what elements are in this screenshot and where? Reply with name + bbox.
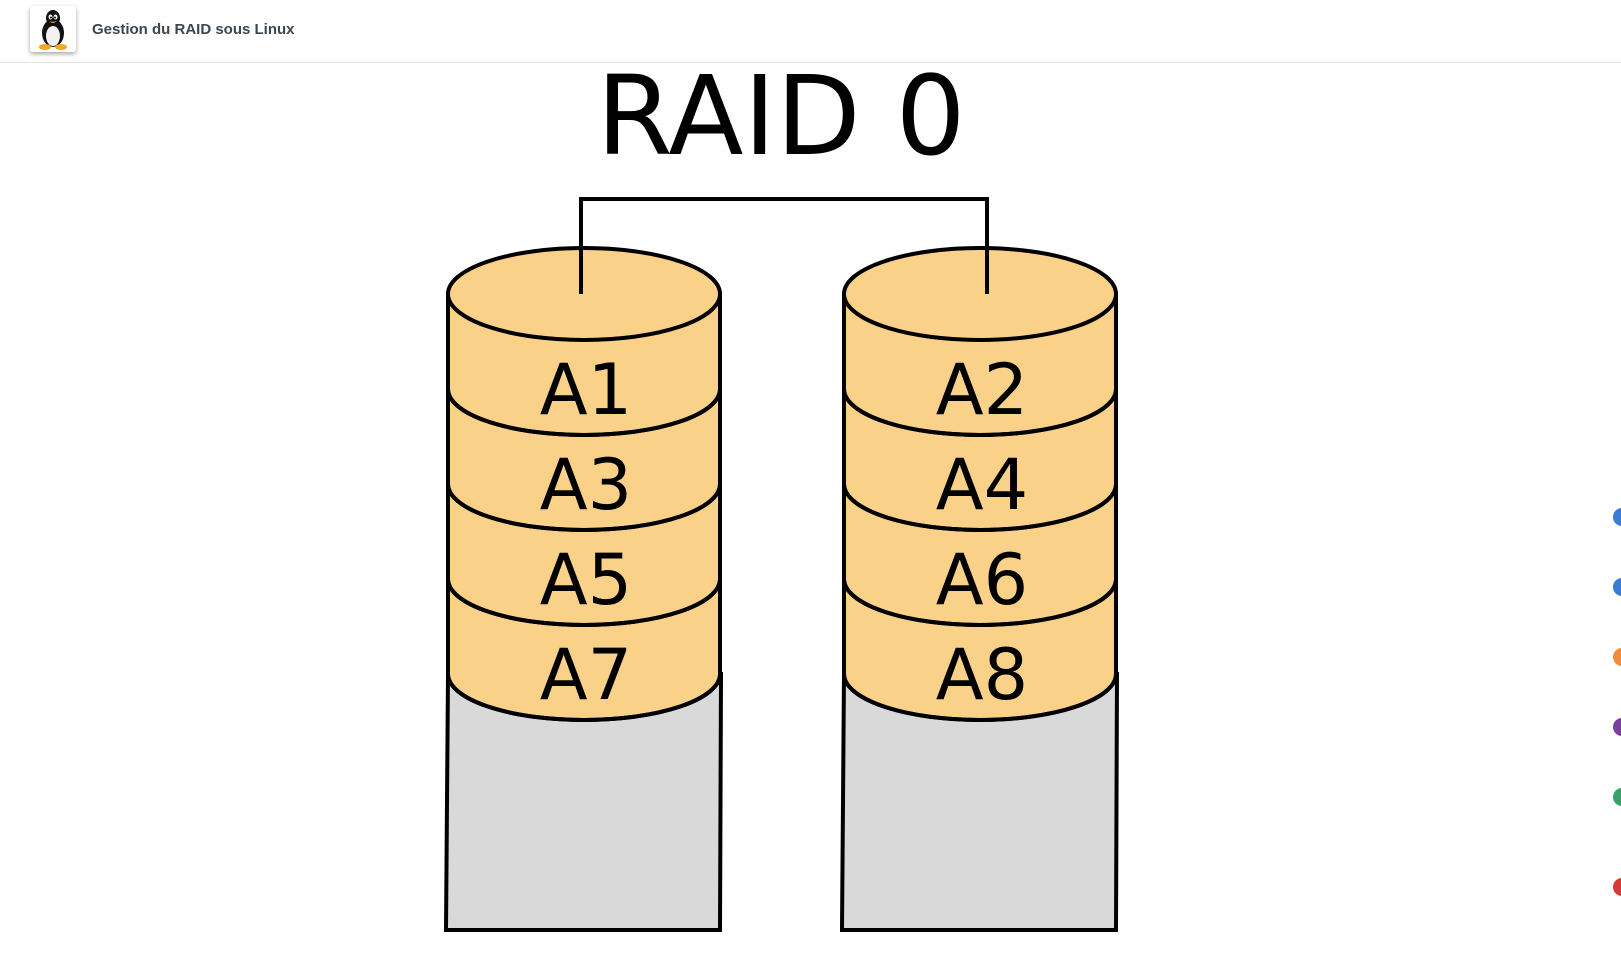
block-separator (446, 388, 722, 437)
block-separator (446, 483, 722, 532)
side-dot[interactable] (1613, 788, 1621, 806)
block-separator (842, 673, 1118, 722)
top-bar: Gestion du RAID sous Linux (0, 0, 1621, 63)
tux-logo-icon[interactable] (30, 6, 76, 52)
block-separator (842, 483, 1118, 532)
side-dot[interactable] (1613, 878, 1621, 896)
raid-title: RAID 0 (596, 52, 965, 180)
side-dots (1609, 500, 1621, 920)
block-label-A2: A2 (936, 349, 1028, 431)
tux-penguin-icon (30, 6, 76, 52)
side-dot[interactable] (1613, 508, 1621, 526)
block-label-A6: A6 (936, 539, 1028, 621)
block-separator (446, 578, 722, 627)
side-dot[interactable] (1613, 578, 1621, 596)
block-separator (842, 388, 1118, 437)
disk-top (842, 246, 1118, 342)
block-label-A3: A3 (540, 444, 632, 526)
disk-top (446, 246, 722, 342)
block-label-A1: A1 (540, 349, 632, 431)
app-title: Gestion du RAID sous Linux (92, 21, 295, 38)
block-label-A5: A5 (540, 539, 632, 621)
block-label-A4: A4 (936, 444, 1028, 526)
block-label-A7: A7 (540, 634, 632, 716)
side-dot[interactable] (1613, 718, 1621, 736)
block-label-A8: A8 (936, 634, 1028, 716)
side-dot[interactable] (1613, 648, 1621, 666)
block-separator (842, 578, 1118, 627)
block-separator (446, 673, 722, 722)
